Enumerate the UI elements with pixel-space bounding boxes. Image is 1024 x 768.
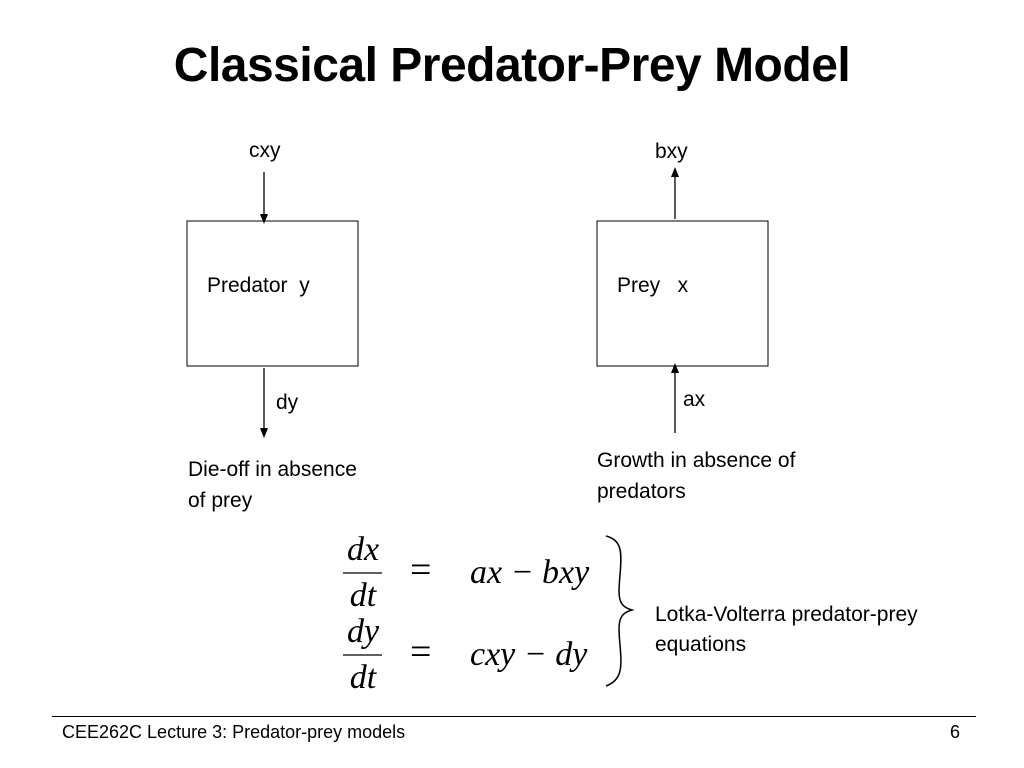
- eq1-equals: =: [410, 549, 432, 591]
- predator-outflow-label: dy: [276, 391, 299, 414]
- prey-note-line1: Growth in absence of: [597, 449, 796, 472]
- eq1-lhs-denominator: dt: [349, 577, 377, 614]
- eq2-equals: =: [410, 631, 432, 673]
- eq2-rhs: cxy − dy: [470, 636, 588, 673]
- predator-box: [186, 220, 359, 367]
- footer-page-number: 6: [950, 722, 961, 742]
- equations-brace: [605, 535, 635, 687]
- predator-note-line1: Die-off in absence: [188, 458, 357, 481]
- eq2-lhs-numerator: dy: [346, 613, 380, 650]
- equations-caption-line1: Lotka-Volterra predator-prey: [655, 603, 918, 626]
- predator-box-label: Predator y: [207, 274, 310, 297]
- prey-box: [596, 220, 769, 367]
- prey-box-label: Prey x: [617, 274, 689, 297]
- predator-inflow-label: cxy: [249, 139, 281, 162]
- predator-note-line2: of prey: [188, 489, 253, 512]
- prey-outflow-label: bxy: [655, 140, 688, 163]
- footer-course: CEE262C Lecture 3: Predator-prey models: [62, 722, 406, 742]
- footer-rule: [52, 716, 976, 717]
- prey-inflow-label: ax: [683, 388, 706, 411]
- prey-note-line2: predators: [597, 480, 686, 503]
- slide-title: Classical Predator-Prey Model: [173, 39, 851, 92]
- equations-caption-line2: equations: [655, 633, 747, 656]
- eq1-lhs-numerator: dx: [346, 531, 380, 568]
- eq2-lhs-denominator: dt: [349, 659, 377, 696]
- eq1-rhs: ax − bxy: [470, 554, 590, 591]
